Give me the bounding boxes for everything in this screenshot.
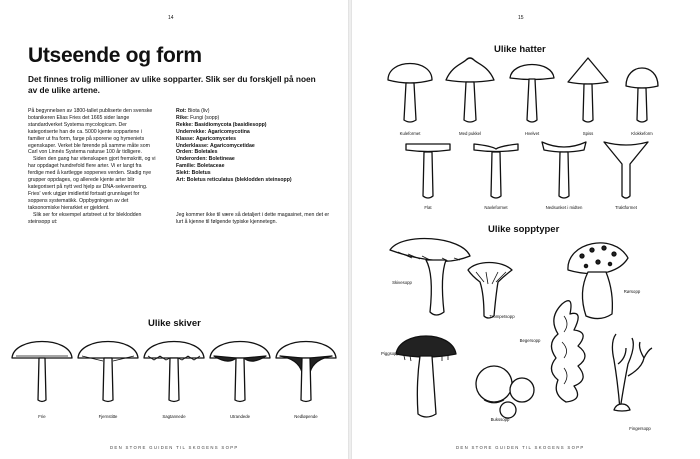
gill-caption: Utrandede <box>229 414 251 419</box>
gill-decurrent-icon <box>275 340 337 403</box>
classification-row: Art: Boletus reticulatus (bleklodden ste… <box>176 177 292 184</box>
type-caption: Piggsopp <box>381 351 399 356</box>
page-number-left: 14 <box>168 15 174 21</box>
book-gutter <box>348 0 352 459</box>
gill-illustrations <box>11 340 337 403</box>
cap-funnel-icon <box>603 141 649 199</box>
left-page: 14 Utseende og form Det finnes trolig mi… <box>0 0 348 459</box>
classification-row: Slekt: Boletus <box>176 170 211 177</box>
body-paragraph: Slik ser for eksempel artstreet ut for b… <box>28 211 142 225</box>
cap-umbonate-icon <box>445 57 495 123</box>
classification-row: Familie: Boletaceae <box>176 163 225 170</box>
gill-emarginate-icon <box>209 340 271 403</box>
classification-row: Rot: Biota (liv) <box>176 108 210 114</box>
cap-shapes-row1 <box>387 57 659 123</box>
classification-row: Rike: Fungi (sopp) <box>176 114 220 121</box>
classification-row: Rekke: Basidiomycota (basidiesopp) <box>176 121 267 128</box>
type-caption: Fingersopp <box>629 426 651 431</box>
gill-caption: Sagtannede <box>162 414 186 419</box>
hedgehog-mushroom-icon <box>395 335 457 418</box>
cup-fungus-icon <box>550 300 586 403</box>
type-caption: Rørsopp <box>623 289 641 294</box>
gill-caption: Fjernstitte <box>98 414 118 419</box>
puffball-icon <box>475 365 535 419</box>
cap-caption: Klokkeform <box>631 131 653 136</box>
type-caption: Trompetsopp <box>489 314 515 319</box>
cap-conical-icon <box>567 57 609 123</box>
classification-row: Underorden: Boletineae <box>176 156 235 163</box>
cap-caption: Kuleformet <box>399 131 421 136</box>
cap-convex-icon <box>509 64 555 123</box>
cap-depressed-icon <box>541 141 587 199</box>
agaric-mushroom-icon <box>389 237 471 316</box>
page-title: Utseende og form <box>28 44 202 67</box>
cap-shapes-row2 <box>405 141 649 199</box>
coral-fungus-icon <box>611 333 653 412</box>
type-caption: Bukssopp <box>490 417 510 422</box>
gill-remote-icon <box>77 340 139 403</box>
footer-right: DEN STORE GUIDEN TIL SKOGENS SOPP <box>456 445 585 450</box>
cap-bell-icon <box>625 67 659 123</box>
caps-title: Ulike hatter <box>494 44 546 55</box>
classification-row: Orden: Boletales <box>176 149 218 156</box>
cap-caption: Hvelvet <box>524 131 540 136</box>
note-text: Jeg kommer ikke til være så detaljert i … <box>176 212 330 225</box>
gill-caption: Nedløpende <box>294 414 318 419</box>
cap-caption: Nedsunket i midten <box>545 205 583 210</box>
cap-caption: Med pukkel <box>459 131 481 136</box>
types-title: Ulike sopptyper <box>488 224 560 235</box>
classification-row: Underrekke: Agaricomycotina <box>176 128 250 135</box>
cap-caption: Spiss <box>582 131 594 136</box>
right-page: 15 Ulike hatter Kuleformet Med pukkel Hv… <box>352 0 700 459</box>
mushroom-types <box>389 237 653 419</box>
cap-caption: Navleformet <box>484 205 508 210</box>
gills-title: Ulike skiver <box>148 318 201 329</box>
body-paragraph: På begynnelsen av 1800-tallet publiserte… <box>28 108 153 156</box>
page-number-right: 15 <box>518 15 524 21</box>
body-paragraph: Siden den gang har vitenskapen gjort fre… <box>28 156 156 211</box>
body-text: På begynnelsen av 1800-tallet publiserte… <box>28 108 158 225</box>
footer-left: DEN STORE GUIDEN TIL SKOGENS SOPP <box>110 445 239 450</box>
cap-caption: Traktformet <box>615 205 637 210</box>
classification-list: Rot: Biota (liv) Rike: Fungi (sopp) Rekk… <box>176 108 336 184</box>
cap-umbilicate-icon <box>473 143 519 199</box>
cap-globular-icon <box>387 62 433 123</box>
gill-free-icon <box>11 340 73 403</box>
classification-row: Klasse: Agaricomycetes <box>176 135 237 142</box>
type-caption: Skivesopp <box>392 280 412 285</box>
cap-caption: Flat <box>424 205 432 210</box>
lead-text: Det finnes trolig millioner av ulike sop… <box>28 74 316 95</box>
type-caption: Begersopp <box>519 338 541 343</box>
cap-flat-icon <box>405 143 451 199</box>
bolete-icon <box>567 242 629 320</box>
gill-caption: Frie <box>38 414 46 419</box>
gill-serrated-icon <box>143 340 205 403</box>
chanterelle-icon <box>467 261 513 319</box>
classification-row: Underklasse: Agaricomycetidae <box>176 142 255 149</box>
